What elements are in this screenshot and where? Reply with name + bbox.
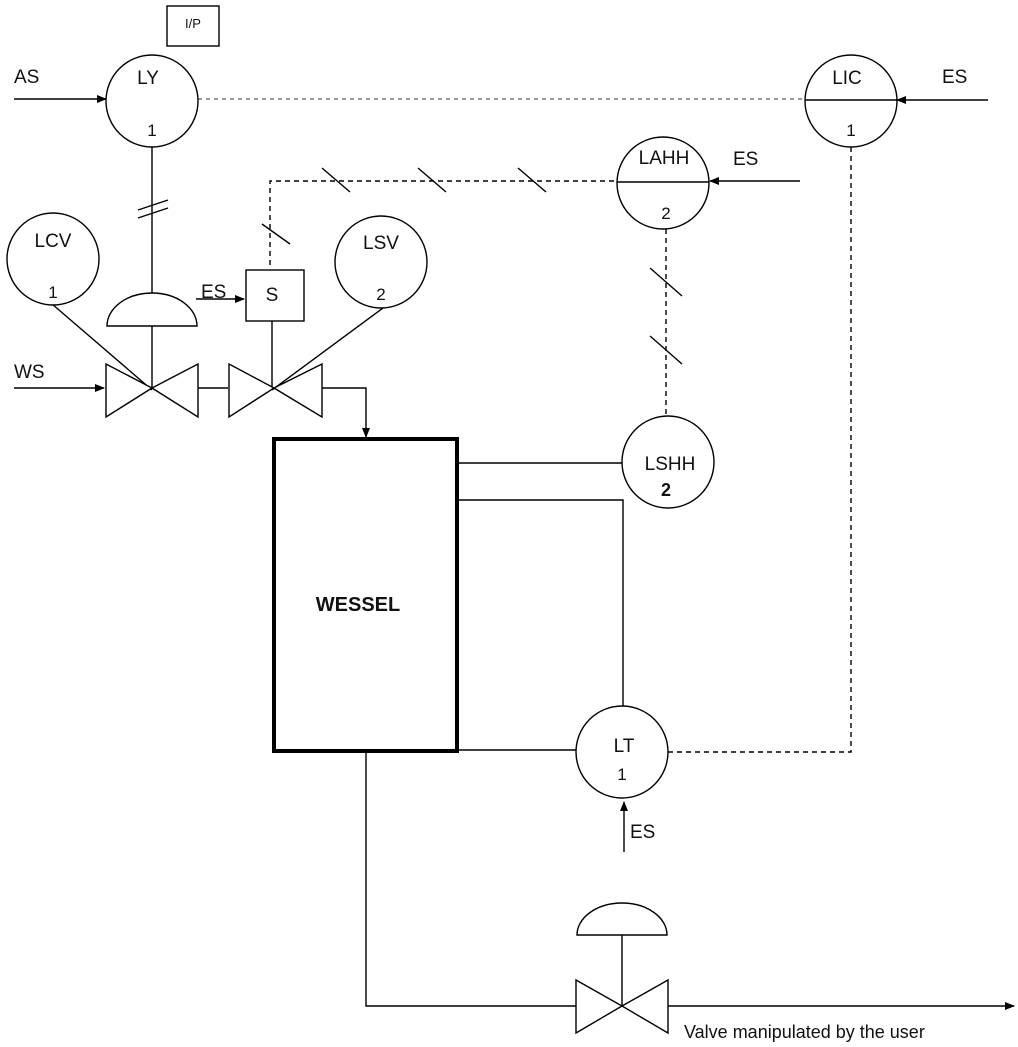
as-label: AS bbox=[14, 67, 39, 88]
signal-tick bbox=[321, 167, 351, 193]
lic-number: 1 bbox=[846, 121, 855, 140]
lcv-pointer-line bbox=[51, 303, 153, 391]
lshh-tag: LSHH bbox=[645, 454, 696, 475]
lic-instrument bbox=[804, 54, 898, 148]
lsv-valve-body bbox=[228, 362, 323, 419]
vessel-feed-line bbox=[322, 387, 370, 438]
lcv-instrument bbox=[6, 212, 100, 306]
ws-label: WS bbox=[14, 362, 45, 383]
lic-tag: LIC bbox=[832, 68, 862, 89]
solenoid-tag: S bbox=[266, 285, 279, 306]
vessel-label: WESSEL bbox=[316, 594, 400, 616]
lshh-number: 2 bbox=[661, 480, 671, 500]
ip-converter-box bbox=[166, 5, 220, 47]
ly-instrument bbox=[105, 54, 199, 148]
es-lt-label: ES bbox=[630, 822, 655, 843]
lic-to-lt-line bbox=[668, 147, 852, 753]
es-solenoid-label: ES bbox=[201, 282, 226, 303]
lt-instrument bbox=[575, 705, 669, 799]
lt-number: 1 bbox=[617, 765, 626, 784]
es-lahh-label: ES bbox=[733, 149, 758, 170]
signal-tick bbox=[137, 207, 169, 219]
outlet-valve-body bbox=[575, 978, 669, 1035]
vessel bbox=[272, 437, 459, 753]
lcv-valve-body bbox=[105, 362, 199, 419]
lahh-to-solenoid-line bbox=[269, 180, 614, 268]
lahh-tag: LAHH bbox=[639, 148, 690, 169]
signal-tick bbox=[417, 167, 447, 193]
outlet-valve-actuator bbox=[576, 902, 668, 936]
lsv-number: 2 bbox=[376, 285, 385, 304]
lsv-tag: LSV bbox=[363, 233, 399, 254]
lsv-instrument bbox=[334, 215, 428, 309]
ly-tag: LY bbox=[137, 68, 159, 89]
ly-number: 1 bbox=[147, 121, 156, 140]
solenoid-box bbox=[245, 269, 305, 322]
lahh-instrument bbox=[616, 136, 710, 230]
vessel-lt-top-line bbox=[457, 499, 624, 706]
signal-tick bbox=[649, 335, 683, 365]
lshh-instrument bbox=[621, 415, 715, 509]
signal-tick bbox=[261, 223, 291, 245]
outlet-label: Valve manipulated by the user bbox=[684, 1022, 925, 1042]
signal-tick bbox=[137, 199, 169, 211]
ip-label: I/P bbox=[185, 16, 201, 31]
signal-tick bbox=[517, 167, 547, 193]
es-lic-label: ES bbox=[942, 67, 967, 88]
lcv-number: 1 bbox=[48, 283, 57, 302]
signal-tick bbox=[649, 267, 683, 297]
lahh-number: 2 bbox=[661, 204, 670, 223]
lcv-tag: LCV bbox=[35, 231, 72, 252]
vessel-outlet-line bbox=[365, 752, 576, 1007]
lsv-pointer-line bbox=[271, 307, 384, 391]
lt-tag: LT bbox=[614, 736, 635, 757]
lcv-actuator bbox=[106, 292, 198, 327]
